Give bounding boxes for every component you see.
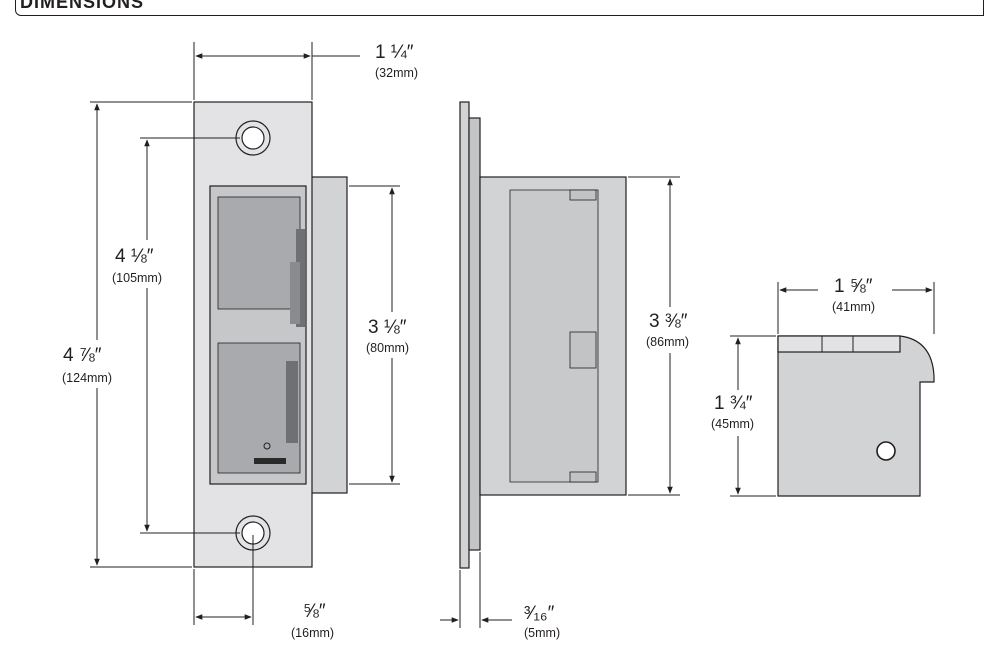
hole-offset-label: ⅝″ xyxy=(303,601,326,622)
end-hole xyxy=(876,441,896,461)
side-plate-step xyxy=(468,117,481,551)
end-view xyxy=(777,335,935,497)
hole-spacing-label: 4 ⅛″ xyxy=(115,246,154,267)
spring xyxy=(290,262,300,324)
keeper-upper xyxy=(217,196,301,310)
section-title: DIMENSIONS xyxy=(20,0,145,12)
body-height-front-mm: (80mm) xyxy=(366,341,409,355)
overall-height-label: 4 ⅞″ xyxy=(63,345,102,366)
overall-height-mm: (124mm) xyxy=(62,371,112,385)
latch-lever xyxy=(286,361,298,443)
faceplate-width-label: 1 ¼″ xyxy=(375,42,414,63)
screw-dot xyxy=(263,442,271,450)
side-body-inner xyxy=(509,189,599,483)
keeper-side xyxy=(296,229,305,327)
side-mounting-plate xyxy=(459,101,470,569)
hole-offset-mm: (16mm) xyxy=(291,626,334,640)
end-height-mm: (45mm) xyxy=(711,417,754,431)
plate-thickness-label: ³⁄₁₆″ xyxy=(524,603,555,624)
end-depth-label: 1 ⅝″ xyxy=(834,276,873,297)
end-depth-mm: (41mm) xyxy=(832,300,875,314)
side-view xyxy=(459,101,627,569)
hole-spacing-mm: (105mm) xyxy=(112,271,162,285)
body-height-side-label: 3 ⅜″ xyxy=(649,311,688,332)
plate-thickness-mm: (5mm) xyxy=(524,626,560,640)
body-height-front-label: 3 ⅛″ xyxy=(368,317,407,338)
faceplate-width-mm: (32mm) xyxy=(375,66,418,80)
bottom-slot xyxy=(254,458,286,464)
end-top-lip xyxy=(777,335,901,353)
side-lever xyxy=(569,331,597,369)
end-body xyxy=(777,335,935,497)
body-height-side-mm: (86mm) xyxy=(646,335,689,349)
top-hole-inner xyxy=(241,126,265,150)
end-height-label: 1 ¾″ xyxy=(714,393,753,414)
front-view xyxy=(193,101,348,568)
